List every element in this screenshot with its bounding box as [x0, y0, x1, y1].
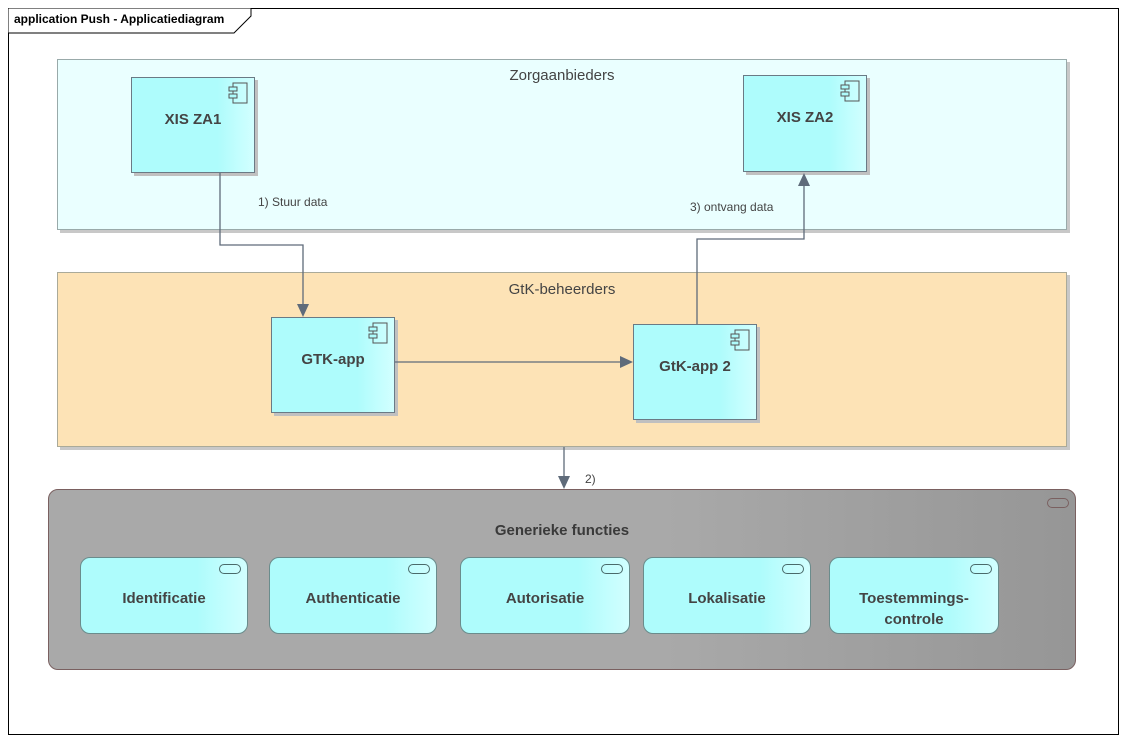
generic-functions-label: Generieke functies: [494, 522, 630, 539]
diagram-title-tab: application Push - Applicatiediagram: [8, 8, 252, 34]
component-icon: [228, 82, 248, 104]
component-xis-za2-label: XIS ZA2: [776, 109, 834, 126]
arrowhead-gtk2: [620, 356, 633, 368]
arrowhead-receive: [798, 173, 810, 186]
title-tab-shape: [8, 8, 252, 34]
service-icon: [970, 564, 992, 574]
service-icon: [601, 564, 623, 574]
function-authenticatie-label: Authenticatie: [305, 590, 401, 607]
diagram-title: application Push - Applicatiediagram: [14, 12, 225, 26]
function-identificatie[interactable]: Identificatie: [80, 557, 248, 634]
arrowhead-send: [297, 304, 309, 317]
service-icon: [782, 564, 804, 574]
connector-generic-label: 2): [585, 472, 596, 486]
connector-receive-label: 3) ontvang data: [690, 200, 774, 214]
component-icon: [840, 80, 860, 102]
function-autorisatie[interactable]: Autorisatie: [460, 557, 630, 634]
function-toestemmingscontrole-label: Toestemmings- controle: [859, 590, 969, 628]
component-xis-za2[interactable]: XIS ZA2: [743, 75, 867, 172]
function-lokalisatie-label: Lokalisatie: [688, 590, 766, 607]
function-lokalisatie[interactable]: Lokalisatie: [643, 557, 811, 634]
function-autorisatie-label: Autorisatie: [505, 590, 585, 607]
group-gtk-beheerders[interactable]: GtK-beheerders: [57, 272, 1067, 447]
connector-receive-data[interactable]: [696, 184, 805, 324]
function-authenticatie[interactable]: Authenticatie: [269, 557, 437, 634]
component-gtk-app-2[interactable]: GtK-app 2: [633, 324, 757, 420]
connector-send-data[interactable]: [219, 173, 304, 306]
component-xis-za1-label: XIS ZA1: [164, 111, 222, 128]
service-icon: [219, 564, 241, 574]
function-identificatie-label: Identificatie: [122, 590, 206, 607]
component-icon: [730, 329, 750, 351]
connector-send-label: 1) Stuur data: [258, 195, 328, 209]
group-gtk-beheerders-label: GtK-beheerders: [508, 281, 616, 298]
component-gtk-app[interactable]: GTK-app: [271, 317, 395, 413]
component-gtk-app-label: GTK-app: [301, 351, 365, 368]
group-zorgaanbieders-label: Zorgaanbieders: [509, 67, 615, 84]
function-toestemmingscontrole[interactable]: Toestemmings- controle: [829, 557, 999, 634]
component-gtk-app-2-label: GtK-app 2: [659, 358, 731, 375]
component-xis-za1[interactable]: XIS ZA1: [131, 77, 255, 173]
service-icon: [1047, 498, 1069, 508]
component-icon: [368, 322, 388, 344]
generic-functions-group[interactable]: Generieke functies Identificatie Authent…: [48, 489, 1076, 670]
service-icon: [408, 564, 430, 574]
arrowhead-generic: [558, 476, 570, 489]
